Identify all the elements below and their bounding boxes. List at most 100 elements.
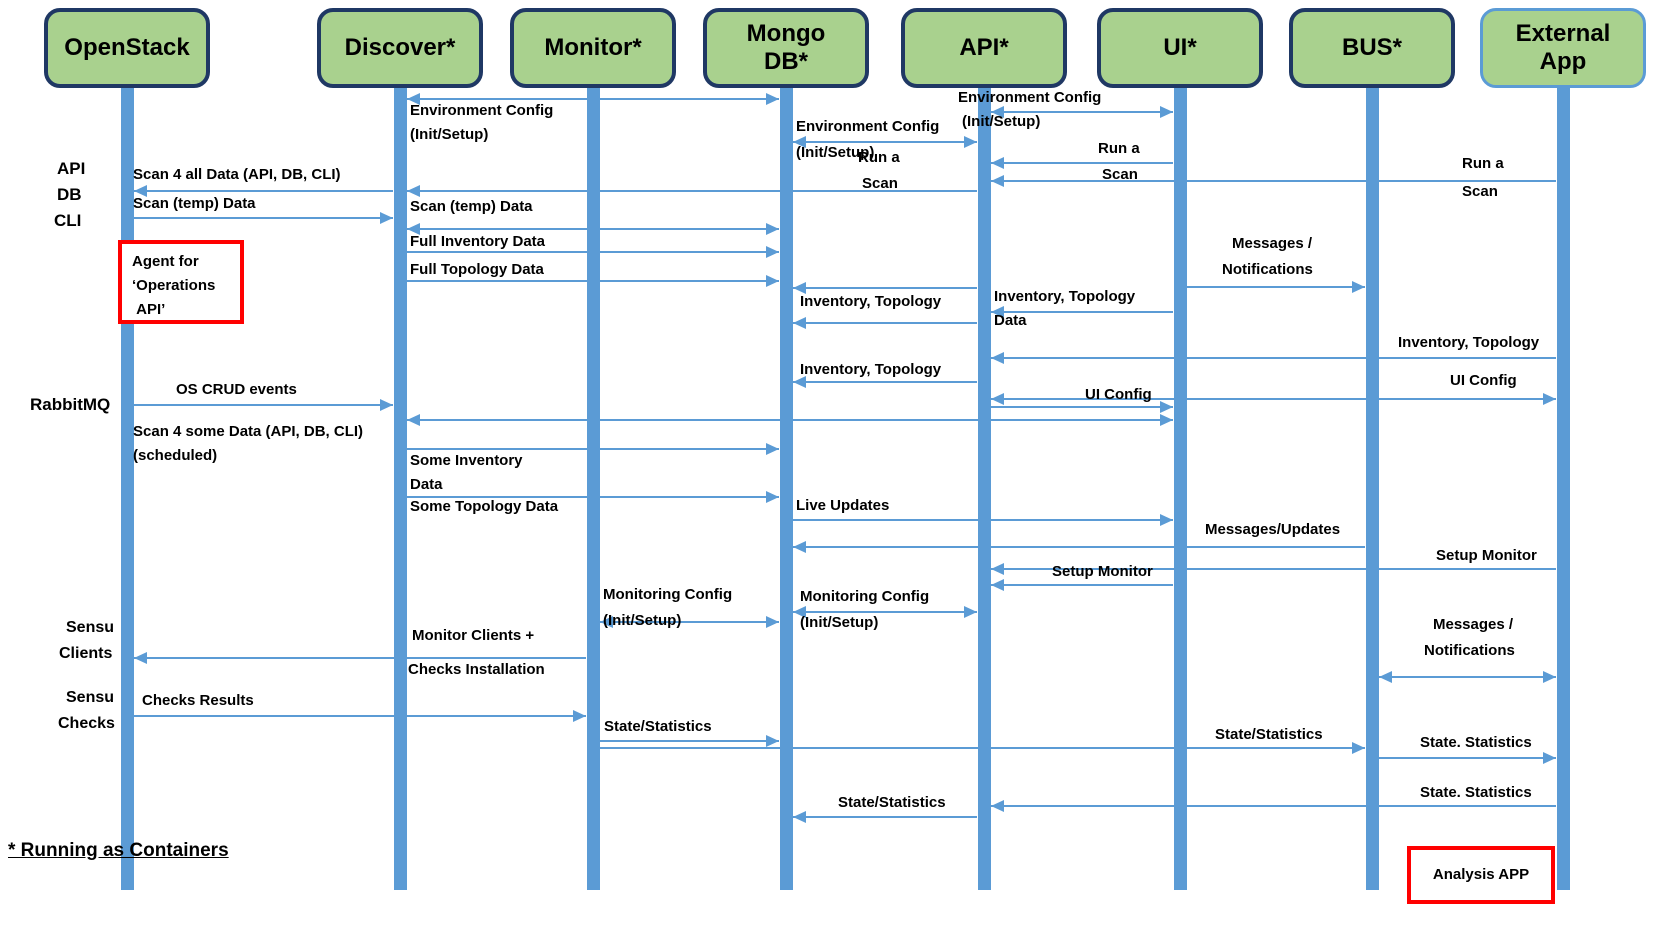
message-label: Sensu: [66, 619, 115, 636]
message-label: Scan: [1462, 183, 1498, 200]
arrowhead-right-icon: [1543, 752, 1556, 764]
callout-text-line: ‘Operations: [132, 277, 216, 294]
message-label: Data: [410, 476, 443, 493]
message-label: State. Statistics: [1420, 784, 1532, 801]
lifeline-ui: [1174, 88, 1187, 890]
message-arrow: [134, 217, 393, 219]
message-label: State/Statistics: [604, 718, 712, 735]
arrowhead-left-icon: [793, 541, 806, 553]
message-arrow: [991, 162, 1173, 164]
message-arrow: [407, 448, 779, 450]
message-arrow: [793, 322, 977, 324]
message-arrow: [600, 747, 1365, 749]
message-arrow: [134, 715, 586, 717]
arrowhead-right-icon: [380, 212, 393, 224]
message-label: Monitoring Config: [800, 588, 930, 605]
lifeline-bus: [1366, 88, 1379, 890]
arrowhead-right-icon: [964, 606, 977, 618]
arrowhead-right-icon: [380, 399, 393, 411]
actor-mongodb: Mongo DB*: [703, 8, 869, 88]
message-arrow: [1187, 286, 1365, 288]
message-arrow: [793, 611, 977, 613]
message-label: (Init/Setup): [603, 612, 682, 629]
actor-ui: UI*: [1097, 8, 1263, 88]
analysis-app-callout: Analysis APP: [1407, 846, 1555, 904]
message-label: Clients: [59, 645, 113, 662]
message-label: API: [57, 159, 86, 178]
message-label: Live Updates: [796, 497, 890, 514]
arrowhead-right-icon: [766, 443, 779, 455]
arrowhead-right-icon: [766, 93, 779, 105]
arrowhead-left-icon: [793, 376, 806, 388]
message-arrow: [407, 98, 779, 100]
arrowhead-left-icon: [407, 223, 420, 235]
actor-openstack: OpenStack: [44, 8, 210, 88]
lifeline-discover: [394, 88, 407, 890]
arrowhead-right-icon: [1160, 514, 1173, 526]
message-label: UI Config: [1085, 386, 1152, 403]
message-arrow: [407, 280, 779, 282]
message-arrow: [407, 496, 779, 498]
arrowhead-right-icon: [1352, 742, 1365, 754]
message-label: (Init/Setup): [410, 126, 489, 143]
lifeline-mongodb: [780, 88, 793, 890]
message-arrow: [407, 190, 977, 192]
message-arrow: [407, 251, 779, 253]
message-label: Run a: [1098, 140, 1140, 157]
arrowhead-right-icon: [1543, 671, 1556, 683]
message-label: Inventory, Topology: [800, 361, 942, 378]
message-arrow: [991, 311, 1173, 313]
message-arrow: [407, 419, 1173, 421]
message-label: OS CRUD events: [176, 381, 297, 398]
arrowhead-right-icon: [1160, 414, 1173, 426]
message-label: Messages /: [1433, 616, 1514, 633]
message-label: Notifications: [1222, 261, 1313, 278]
arrowhead-right-icon: [1160, 106, 1173, 118]
arrowhead-left-icon: [991, 563, 1004, 575]
message-label: (Init/Setup): [796, 144, 875, 161]
message-label: Inventory, Topology: [994, 288, 1136, 305]
message-label: (Init/Setup): [800, 614, 879, 631]
message-label: Environment Config: [958, 89, 1102, 106]
arrowhead-left-icon: [793, 606, 806, 618]
lifeline-external-app: [1557, 88, 1570, 890]
arrowhead-right-icon: [766, 735, 779, 747]
arrowhead-right-icon: [964, 136, 977, 148]
message-label: Full Inventory Data: [410, 233, 546, 250]
message-arrow: [134, 404, 393, 406]
message-arrow: [793, 287, 977, 289]
message-arrow: [407, 228, 779, 230]
footnote: * Running as Containers: [8, 840, 229, 861]
message-label: Checks: [58, 715, 115, 732]
message-arrow: [793, 381, 977, 383]
arrowhead-left-icon: [134, 652, 147, 664]
arrowhead-right-icon: [766, 246, 779, 258]
arrowhead-left-icon: [991, 579, 1004, 591]
message-arrow: [134, 190, 393, 192]
message-label: Checks Results: [142, 692, 254, 709]
message-arrow: [793, 546, 1365, 548]
arrowhead-left-icon: [134, 185, 147, 197]
message-arrow: [1379, 757, 1556, 759]
arrowhead-right-icon: [766, 275, 779, 287]
message-label: State. Statistics: [1420, 734, 1532, 751]
message-label: RabbitMQ: [30, 395, 111, 414]
message-label: UI Config: [1450, 372, 1517, 389]
message-arrow: [991, 568, 1556, 570]
arrowhead-left-icon: [1379, 671, 1392, 683]
message-label: Monitoring Config: [603, 586, 733, 603]
lifeline-api: [978, 88, 991, 890]
message-label: Messages/Updates: [1205, 521, 1341, 538]
message-label: Some Inventory: [410, 452, 523, 469]
actor-bus: BUS*: [1289, 8, 1455, 88]
message-label: Setup Monitor: [1436, 547, 1537, 564]
arrowhead-right-icon: [766, 616, 779, 628]
message-label: Inventory, Topology: [800, 293, 942, 310]
message-label: Scan: [862, 175, 898, 192]
message-label: Full Topology Data: [410, 261, 544, 278]
message-label: Scan 4 some Data (API, DB, CLI): [133, 423, 364, 440]
actor-discover: Discover*: [317, 8, 483, 88]
message-arrow: [991, 357, 1556, 359]
message-label: Environment Config: [796, 118, 940, 135]
message-label: Messages /: [1232, 235, 1313, 252]
